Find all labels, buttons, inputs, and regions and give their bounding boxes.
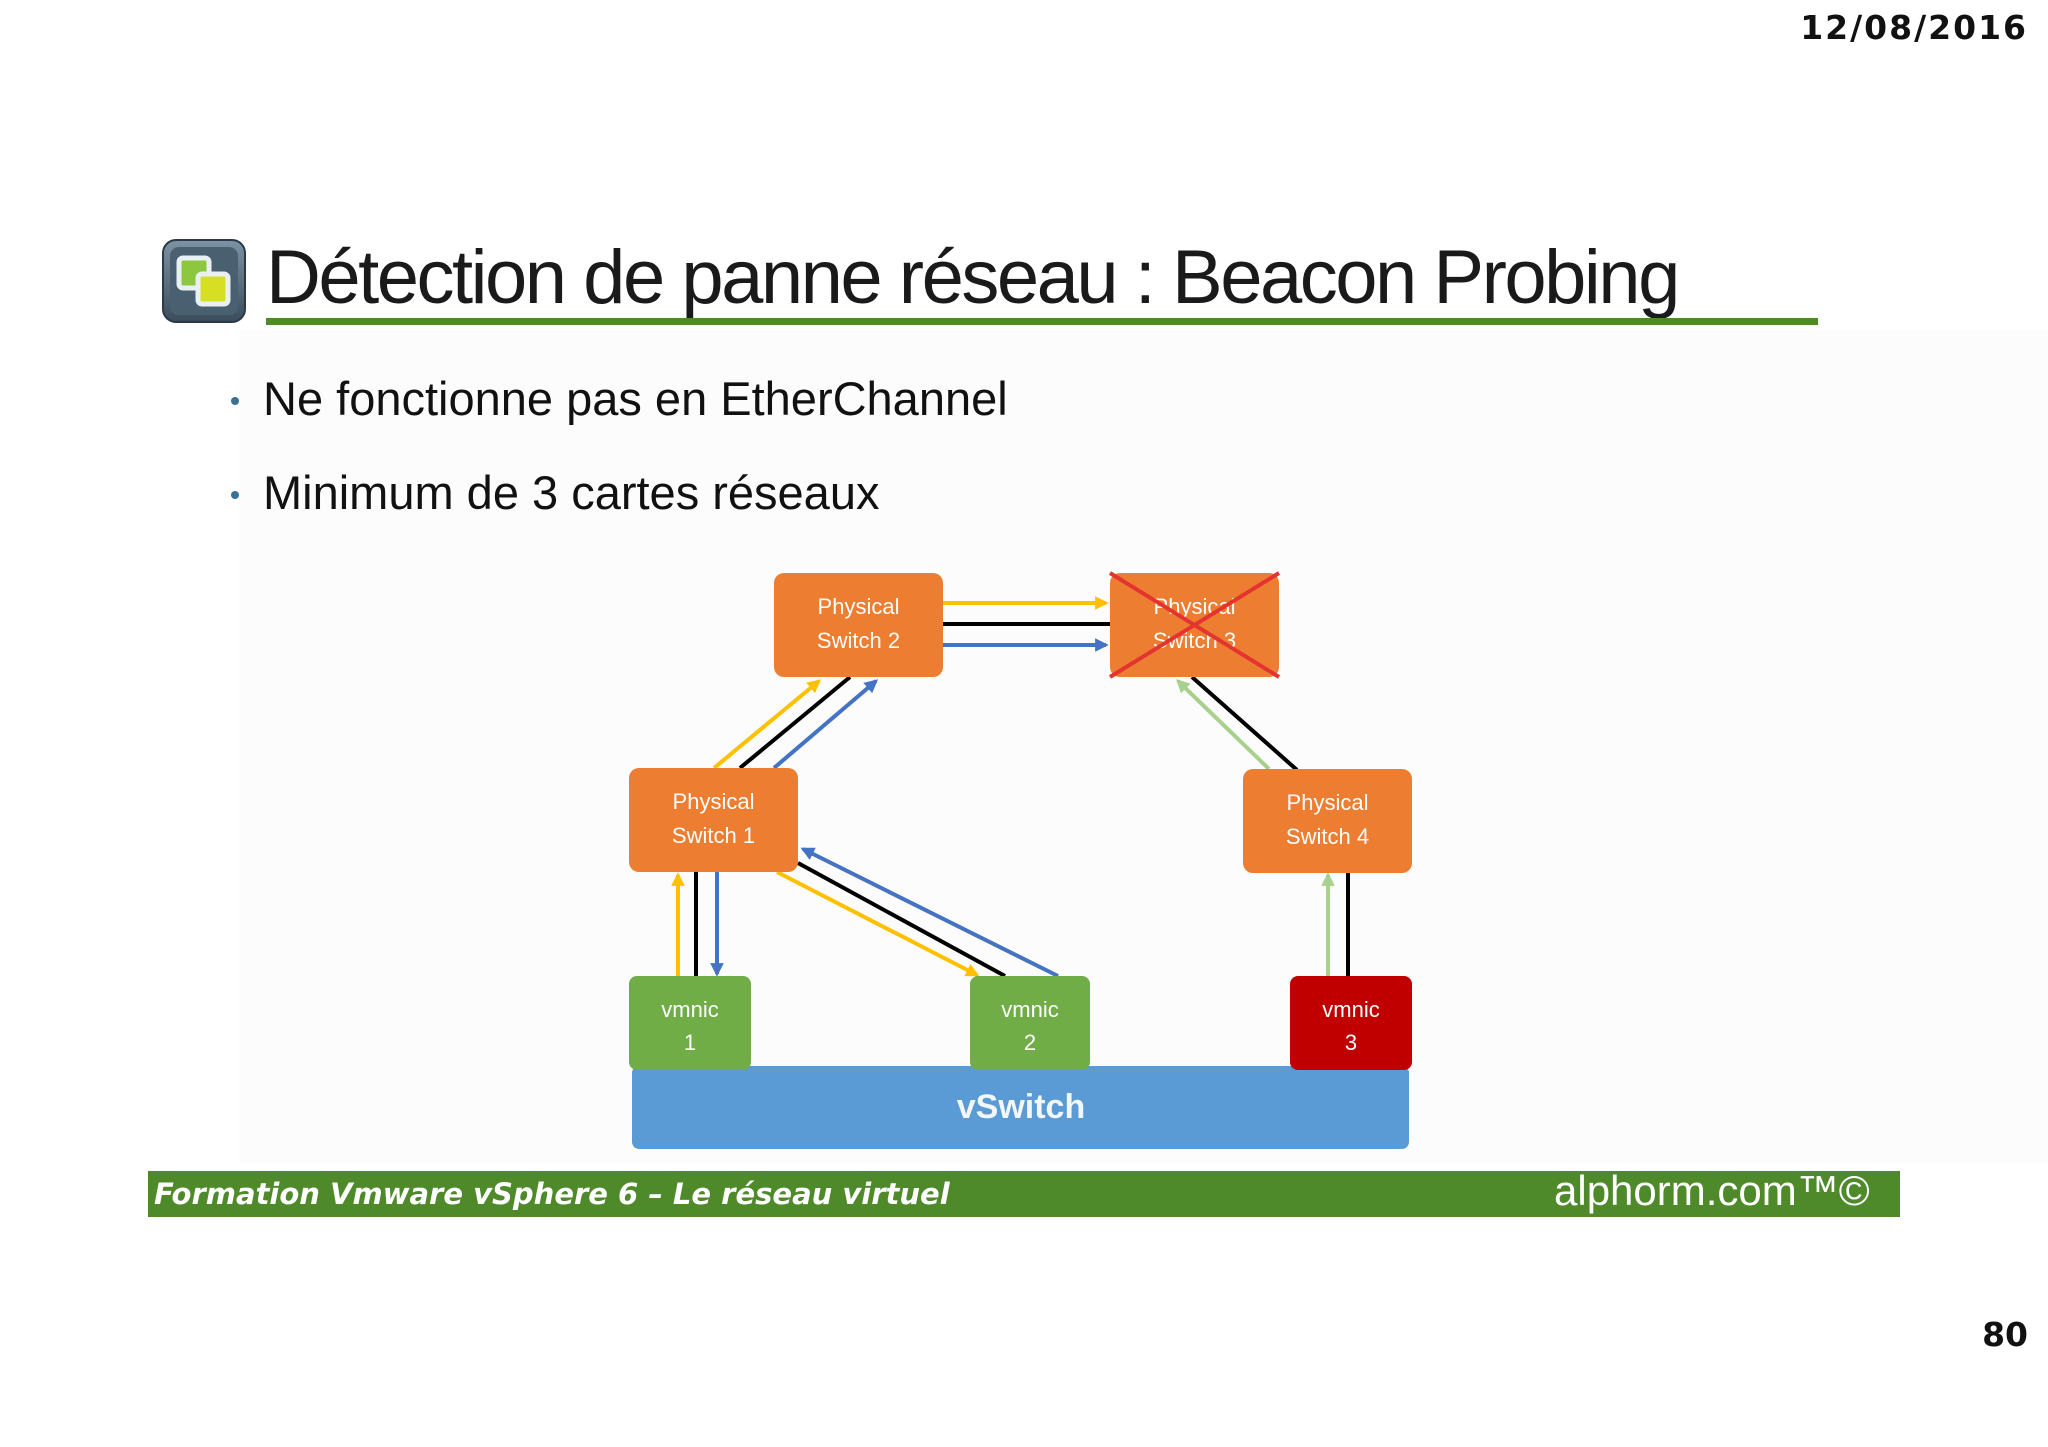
diagram-background [239,330,2048,1163]
vmware-vsphere-icon [162,239,246,323]
slide-title: Détection de panne réseau : Beacon Probi… [266,235,1680,320]
bullet-item: Minimum de 3 cartes réseaux [225,469,1425,516]
title-underline [266,318,1818,325]
page-number: 80 [1982,1315,2028,1354]
bullet-item: Ne fonctionne pas en EtherChannel [225,375,1425,422]
logo-yellow-square [195,271,231,307]
slide-date: 12/08/2016 [1800,8,2028,47]
footer-bar: Formation Vmware vSphere 6 – Le réseau v… [148,1167,1900,1217]
bullet-text: Ne fonctionne pas en EtherChannel [263,372,1008,425]
footer-brand: alphorm.com™© [1554,1167,1870,1214]
bullet-text: Minimum de 3 cartes réseaux [263,466,880,519]
vsphere-logo-graphic [162,239,246,323]
footer-course-title: Formation Vmware vSphere 6 – Le réseau v… [154,1177,950,1211]
bullet-dot [231,397,239,405]
bullet-dot [231,491,239,499]
